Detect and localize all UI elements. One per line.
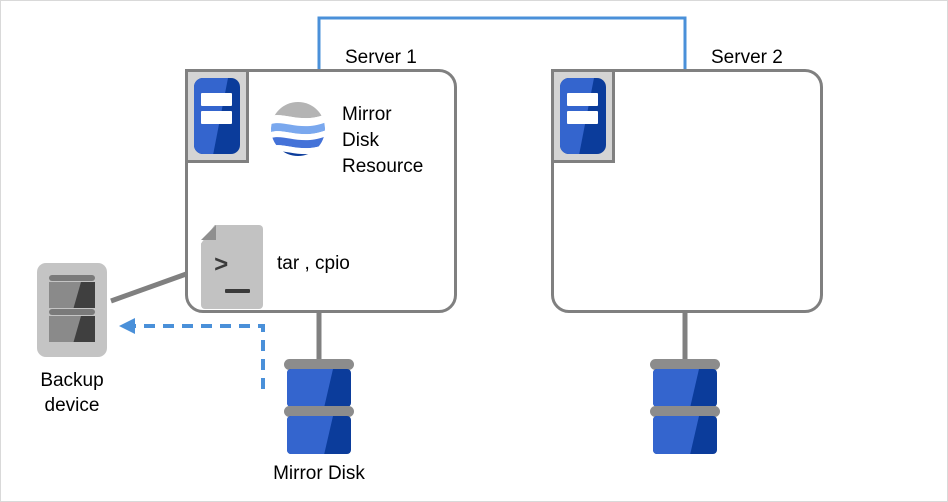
server-icon-body [194,78,240,154]
disk-plate-top [284,359,354,370]
backup-body-upper [49,282,95,308]
mirror-disk-resource-label-line-1: Mirror [342,104,392,125]
backup-device-label-line-2: device [44,395,100,416]
server-1-label: Server 1 [345,47,417,68]
script-icon: > [201,225,263,309]
disk-body-lower [287,416,351,454]
server-icon-bar-bottom [567,110,598,124]
server-2-label: Server 2 [711,47,783,68]
mirror-disk-1-label: Mirror Disk [273,463,365,484]
disk-plate-middle [650,406,720,417]
server-2-icon [551,69,615,163]
mirror-disk-resource-label-line-3: Resource [342,156,424,177]
disk-body-upper [287,369,351,407]
server-icon-bar-top [567,93,598,107]
server-1-icon [185,69,249,163]
script-backup-connector [110,270,190,304]
disk-plate-top [650,359,720,370]
mirror-disk-2-icon [650,359,720,465]
script-prompt-glyph: > [214,253,229,280]
backup-device-icon [37,263,107,357]
script-fold-corner [201,225,216,240]
backup-body-lower [49,316,95,342]
tar-cpio-label: tar , cpio [277,253,350,274]
disk-body-upper [653,369,717,407]
script-cursor-line [225,289,250,293]
mirror-disk-1-icon [284,359,354,465]
server-icon-body [560,78,606,154]
backup-plate-top [49,275,95,281]
disk-plate-middle [284,406,354,417]
mirror-disk-resource-label-line-2: Disk [342,130,379,151]
backup-device-label-line-1: Backup [40,370,104,391]
server-icon-bar-top [201,93,232,107]
globe-icon [269,100,327,158]
backup-plate-middle [49,309,95,315]
backup-dataflow-arrow [119,318,265,389]
disk-body-lower [653,416,717,454]
interconnect-line [317,16,687,96]
server-icon-bar-bottom [201,110,232,124]
